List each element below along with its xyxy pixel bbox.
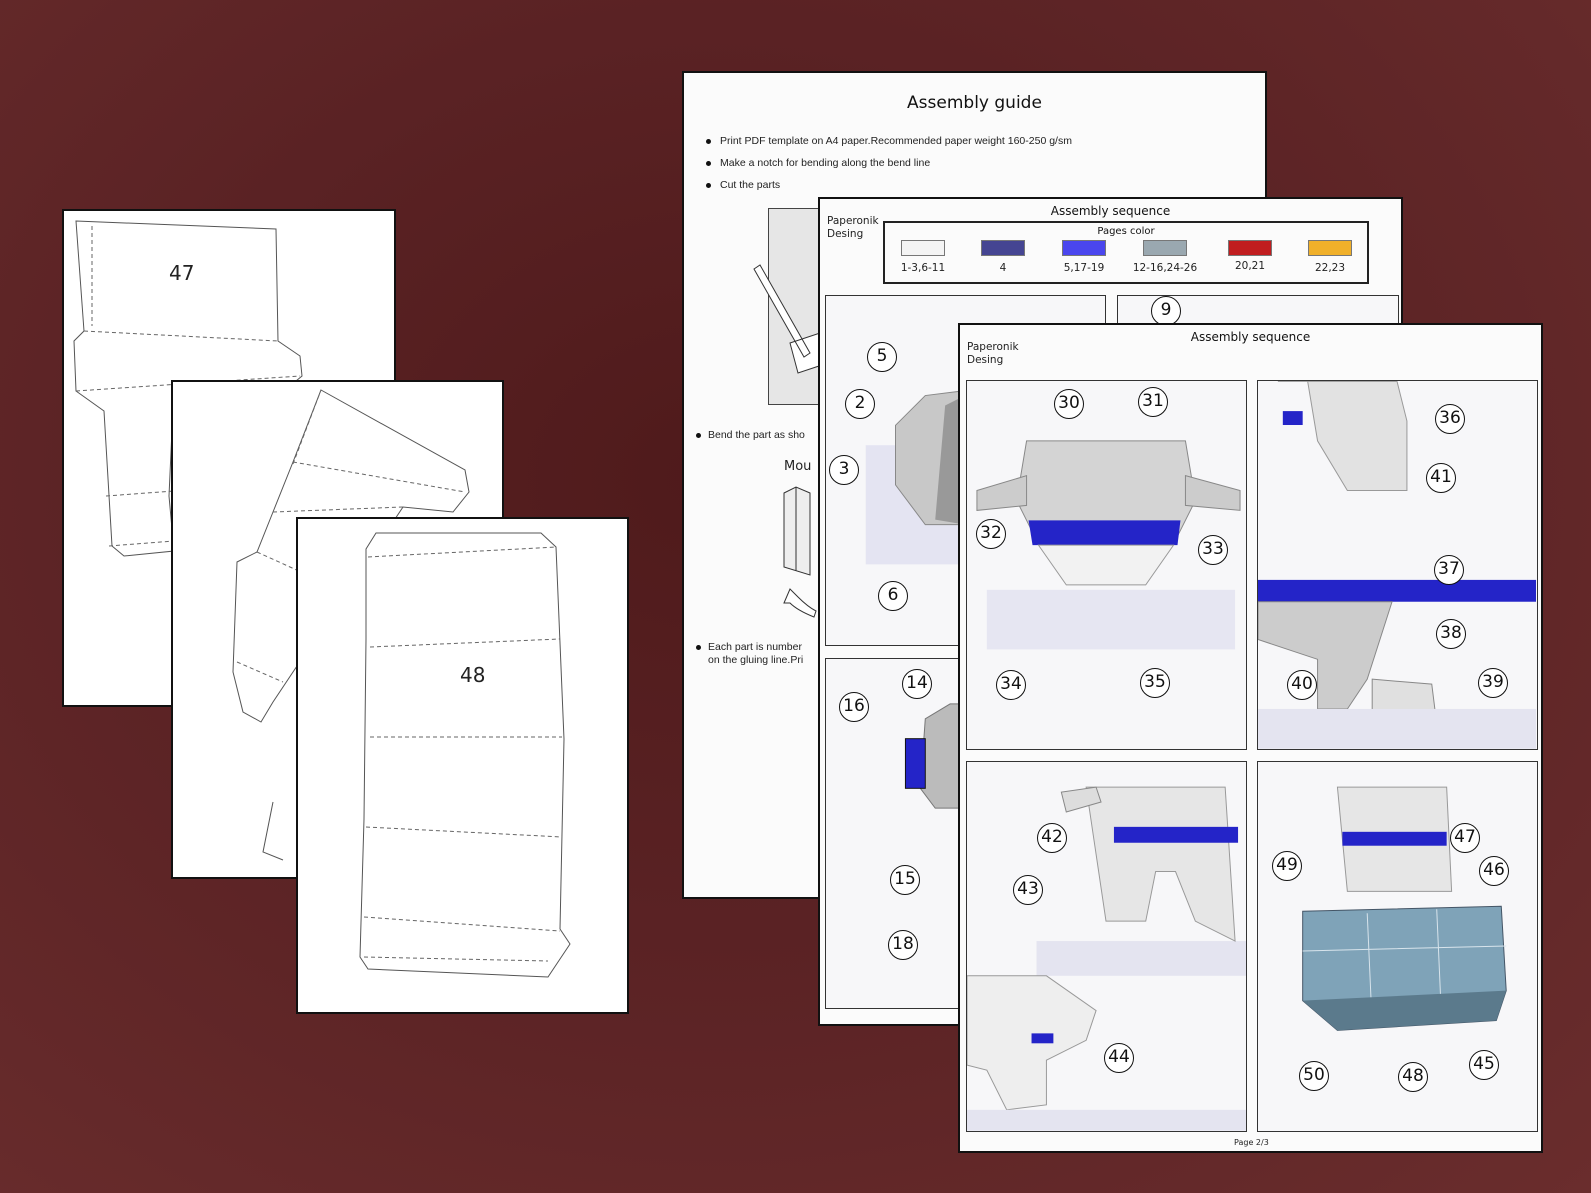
mount-label: Mou — [784, 459, 812, 474]
legend-swatch — [1308, 240, 1352, 256]
model-illustration — [1258, 381, 1537, 749]
callout: 40 — [1287, 670, 1317, 700]
model-illustration — [967, 786, 1246, 1131]
callout: 50 — [1299, 1061, 1329, 1091]
brand-line: Paperonik — [827, 215, 879, 227]
model-illustration — [904, 703, 966, 809]
sequence-title: Assembly sequence — [1050, 204, 1171, 218]
legend-title: Pages color — [1097, 226, 1155, 237]
callout: 42 — [1037, 823, 1067, 853]
callout: 45 — [1469, 1050, 1499, 1080]
guide-bullet: Make a notch for bending along the bend … — [706, 157, 930, 169]
callout: 6 — [878, 581, 908, 611]
callout: 2 — [845, 389, 875, 419]
template-outline — [232, 389, 470, 861]
callout: 5 — [867, 342, 897, 372]
callout: 48 — [1398, 1062, 1428, 1092]
callout: 30 — [1054, 389, 1084, 419]
template-page-48: 48 — [296, 517, 629, 1014]
callout: 44 — [1104, 1043, 1134, 1073]
callout: 3 — [829, 455, 859, 485]
callout: 47 — [1450, 823, 1480, 853]
guide-bullet: Print PDF template on A4 paper.Recommend… — [706, 135, 1072, 147]
callout: 32 — [976, 519, 1006, 549]
part-number: 48 — [460, 663, 486, 687]
callout: 41 — [1426, 463, 1456, 493]
page-footer: Page 2/3 — [1234, 1138, 1269, 1147]
callout: 18 — [888, 930, 918, 960]
legend-label: 4 — [999, 262, 1007, 274]
callout: 43 — [1013, 875, 1043, 905]
callout: 37 — [1434, 555, 1464, 585]
legend-label: 22,23 — [1314, 262, 1346, 274]
model-illustration — [976, 440, 1241, 650]
callout: 38 — [1436, 619, 1466, 649]
callout: 49 — [1272, 851, 1302, 881]
legend-label: 20,21 — [1234, 260, 1266, 272]
legend-swatch — [1062, 240, 1106, 256]
callout: 16 — [839, 692, 869, 722]
brand-line: Desing — [827, 228, 864, 240]
legend-label: 5,17-19 — [1063, 262, 1105, 274]
bend-illustration — [783, 486, 817, 618]
guide-bullet: Each part is number — [696, 641, 802, 653]
callout: 34 — [996, 670, 1026, 700]
legend-swatch — [1143, 240, 1187, 256]
callout: 33 — [1198, 535, 1228, 565]
legend-swatch — [1228, 240, 1272, 256]
part-number: 47 — [169, 261, 195, 285]
sequence-title: Assembly sequence — [1190, 330, 1311, 344]
step-panel — [966, 761, 1247, 1132]
callout: 46 — [1479, 856, 1509, 886]
callout: 39 — [1478, 668, 1508, 698]
guide-title: Assembly guide — [907, 93, 1042, 113]
legend-label: 1-3,6-11 — [900, 262, 946, 274]
brand-line: Desing — [967, 354, 1004, 366]
model-illustration — [865, 390, 966, 565]
brand-line: Paperonik — [967, 341, 1019, 353]
callout: 9 — [1151, 296, 1181, 326]
callout: 14 — [902, 669, 932, 699]
template-outline — [359, 532, 571, 978]
legend-swatch — [981, 240, 1025, 256]
guide-bullet: Bend the part as sho — [696, 429, 805, 441]
callout: 35 — [1140, 668, 1170, 698]
legend-label: 12-16,24-26 — [1132, 262, 1198, 274]
callout: 31 — [1138, 387, 1168, 417]
callout: 36 — [1435, 404, 1465, 434]
callout: 15 — [890, 865, 920, 895]
legend-swatch — [901, 240, 945, 256]
pages-color-legend: Pages color 1-3,6-11 4 5,17-19 12-16,24-… — [883, 221, 1369, 284]
guide-bullet-cont: on the gluing line.Pri — [708, 654, 804, 666]
model-illustration — [1302, 786, 1507, 1031]
guide-bullet: Cut the parts — [706, 179, 780, 191]
